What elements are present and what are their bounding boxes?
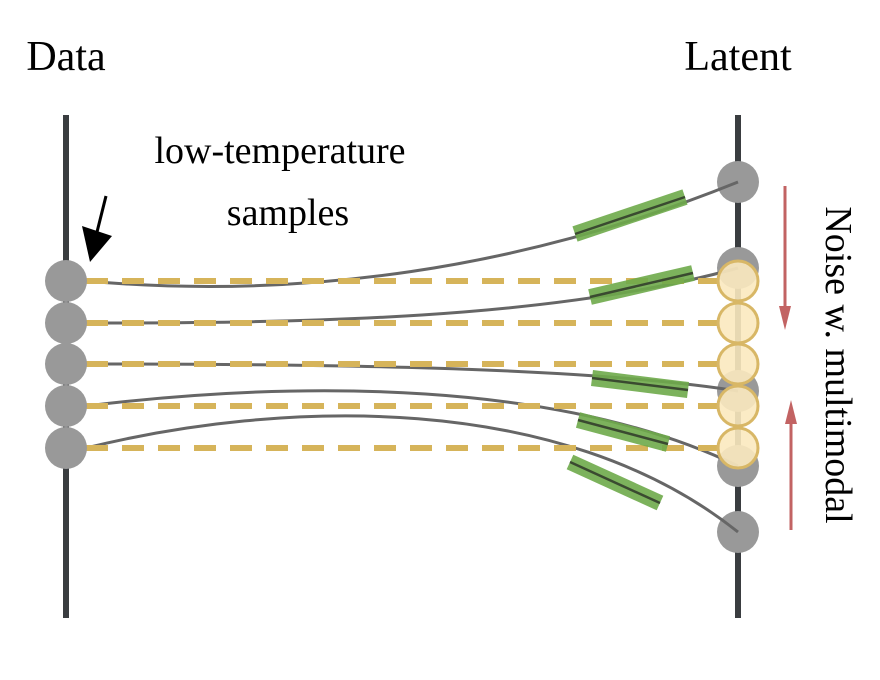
latent-sample [716,301,760,345]
latent-sample [716,342,760,386]
latent-sample [716,384,760,428]
latent-sample [716,426,760,470]
annotation-arrow [82,195,112,262]
flow-path [85,414,739,534]
velocity-segment [588,265,695,305]
data-axis-title: Data [26,34,106,80]
data-points [45,260,87,469]
latent-samples [716,259,760,470]
flow-path [85,180,739,288]
annotation-line-2: samples [227,192,349,234]
data-point [45,385,87,427]
annotation-line-1: low-temperature [154,130,405,172]
latent-axis-title: Latent [684,34,792,80]
velocity-segments [566,189,695,511]
flow-path [85,266,739,325]
side-label: Noise w. multimodal [817,206,859,523]
red-arrow-up [785,400,797,530]
data-point [45,427,87,469]
data-point [45,343,87,385]
latent-sample [716,259,760,303]
red-arrow-down [779,186,791,330]
velocity-segment [575,412,671,452]
flow-paths [85,180,739,534]
velocity-segment [591,370,689,398]
velocity-segment [566,454,664,511]
data-point [45,260,87,302]
data-point [45,302,87,344]
velocity-segment [572,189,688,242]
